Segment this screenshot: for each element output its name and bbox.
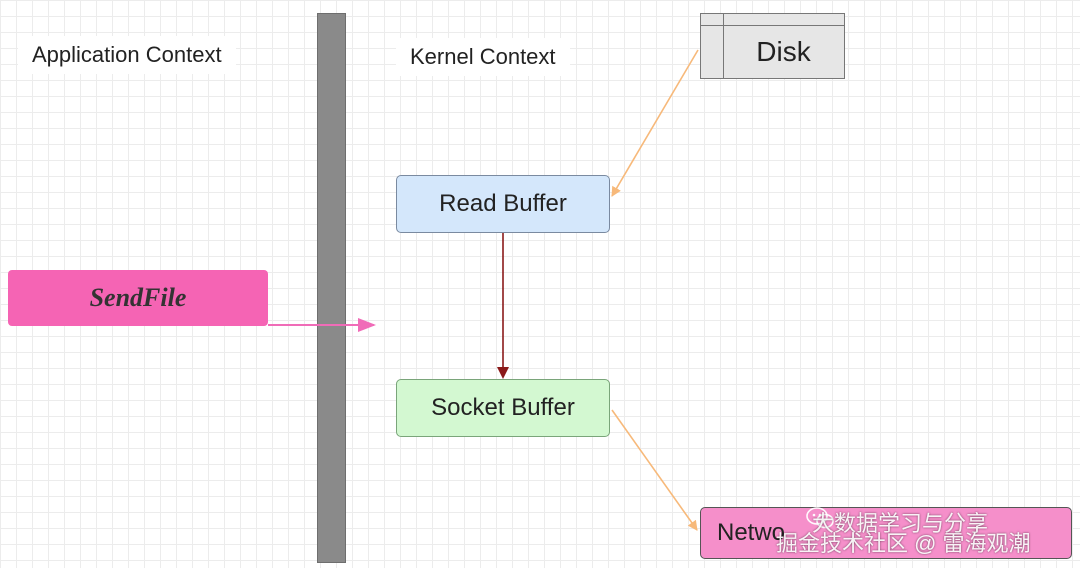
read-buffer-node: Read Buffer bbox=[396, 175, 610, 233]
network-node: Netwo bbox=[700, 507, 1072, 559]
watermark: 大数据学习与分享 掘金技术社区 @ 雷海观潮 bbox=[776, 500, 1076, 560]
application-context-label: Application Context bbox=[18, 36, 236, 74]
watermark-line-1: 大数据学习与分享 bbox=[812, 511, 989, 536]
network-label: Netwo bbox=[717, 519, 786, 546]
watermark-line-2: 掘金技术社区 @ 雷海观潮 bbox=[776, 531, 1031, 556]
wechat-icon bbox=[806, 507, 834, 529]
disk-header-line bbox=[701, 25, 844, 26]
disk-to-read-buffer-arrow bbox=[611, 49, 699, 197]
disk-label: Disk bbox=[756, 35, 811, 67]
read-buffer-label: Read Buffer bbox=[439, 190, 567, 217]
disk-side-line bbox=[723, 14, 724, 78]
context-divider-bar bbox=[317, 13, 346, 563]
sendfile-label: SendFile bbox=[89, 283, 187, 312]
sendfile-node: SendFile bbox=[8, 270, 268, 326]
socket-buffer-node: Socket Buffer bbox=[396, 379, 610, 437]
disk-node: Disk bbox=[700, 13, 845, 79]
socket-buffer-label: Socket Buffer bbox=[431, 394, 575, 421]
kernel-context-label: Kernel Context bbox=[396, 38, 570, 76]
socket-buffer-to-network-arrow bbox=[611, 409, 698, 531]
